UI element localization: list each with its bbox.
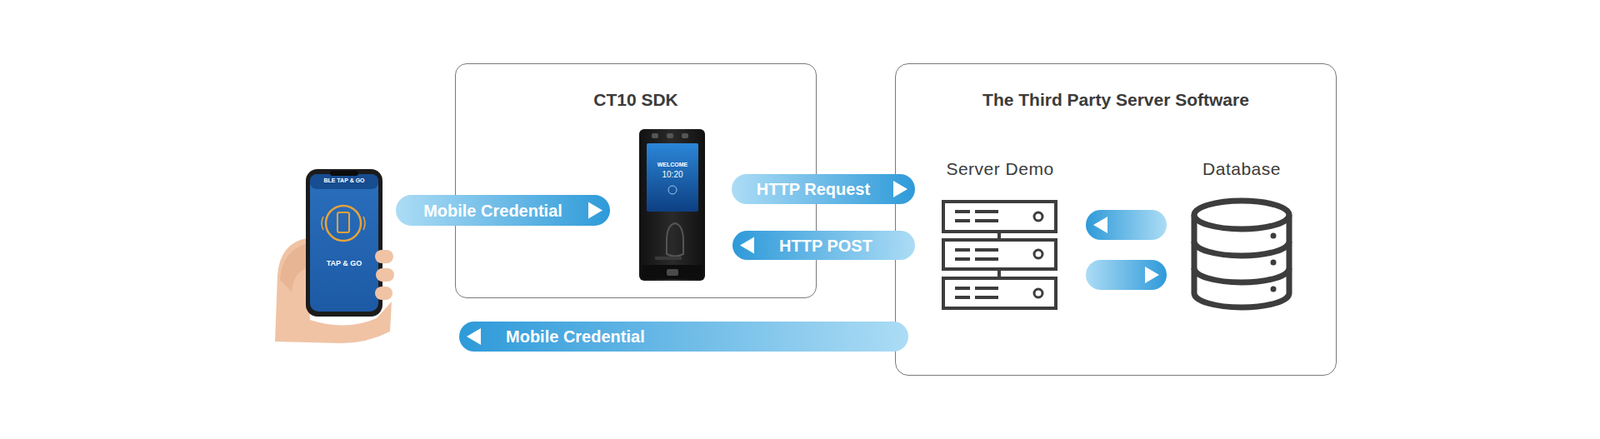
device-base [641, 265, 703, 280]
tap-icon-ring [325, 205, 361, 241]
node-text: TAP & GO [305, 259, 383, 269]
server-node: Server Demo [933, 156, 1067, 310]
arrow-pill [459, 321, 909, 352]
card-reader-mark [666, 223, 684, 257]
edge-label: Mobile Credential [423, 200, 563, 221]
db-dot [1270, 260, 1277, 266]
node-title: Server Demo [916, 158, 1084, 180]
tap-icon-phone [337, 212, 350, 233]
tap-icon-waves [321, 216, 365, 230]
phone-notch [330, 170, 359, 176]
pill-body [1085, 260, 1167, 290]
device-sensor [681, 133, 689, 139]
pill-body [459, 321, 909, 352]
device-node: WELCOME10:20 [639, 129, 705, 281]
device-logo-bar [655, 256, 682, 260]
pill-body [731, 174, 915, 205]
server-unit [943, 278, 1056, 309]
arrow-pill [732, 230, 915, 260]
database-icon [1194, 200, 1290, 308]
arrow-head [893, 180, 908, 198]
server-led [1034, 212, 1043, 221]
db-dot [1270, 233, 1277, 240]
finger-shape [375, 286, 393, 300]
device-illustration [639, 129, 705, 281]
db-band [1194, 268, 1290, 283]
arrow-pill [1085, 260, 1167, 290]
finger-shape [375, 250, 394, 264]
node-title: BLE TAP & GO [305, 176, 383, 185]
node-title: WELCOME [646, 160, 699, 169]
arrow-head [588, 202, 603, 220]
server-unit [943, 240, 1056, 270]
phone-node: BLE TAP & GO TAP & GO [305, 169, 383, 317]
arrow-pill [1085, 210, 1167, 240]
server-led [1034, 289, 1043, 298]
phone-screen [310, 174, 379, 312]
device-sensor [651, 133, 659, 139]
db-top [1194, 200, 1290, 230]
server-led [1034, 250, 1043, 259]
screen-icon [668, 185, 677, 195]
node-title: CT10 SDK [455, 89, 816, 111]
arrow-head [466, 328, 481, 345]
pill-body [395, 195, 610, 226]
device-sensor [666, 133, 674, 139]
device-body [639, 129, 705, 281]
phone-frame [305, 169, 383, 317]
pill-body [1085, 210, 1167, 240]
edge-label: HTTP POST [779, 235, 873, 256]
finger-shapes [375, 250, 395, 300]
arrow-pill [731, 174, 915, 205]
server-icon [943, 201, 1056, 309]
server-slots [955, 211, 999, 298]
db-body [1194, 215, 1290, 308]
device-button [666, 269, 679, 276]
node-title: Database [1166, 158, 1317, 180]
edge-label: HTTP Request [756, 179, 870, 200]
thumb-shape [280, 243, 310, 292]
server-link [997, 231, 1001, 240]
device-screen [646, 143, 699, 212]
pill-body [732, 230, 915, 260]
db-band [1194, 241, 1290, 256]
edge-label: Mobile Credential [505, 326, 645, 347]
database-node: Database [1183, 156, 1300, 310]
phone-illustration [305, 169, 383, 317]
db-dot [1270, 286, 1277, 293]
server-link [997, 269, 1001, 279]
arrow-head [1145, 266, 1160, 284]
finger-shape [375, 268, 395, 282]
arrow-head [1093, 216, 1108, 234]
arrow-pill [395, 195, 610, 226]
node-title: The Third Party Server Software [895, 89, 1336, 111]
server-unit [943, 201, 1056, 232]
node-text: 10:20 [646, 170, 699, 180]
arrow-head [740, 237, 755, 255]
